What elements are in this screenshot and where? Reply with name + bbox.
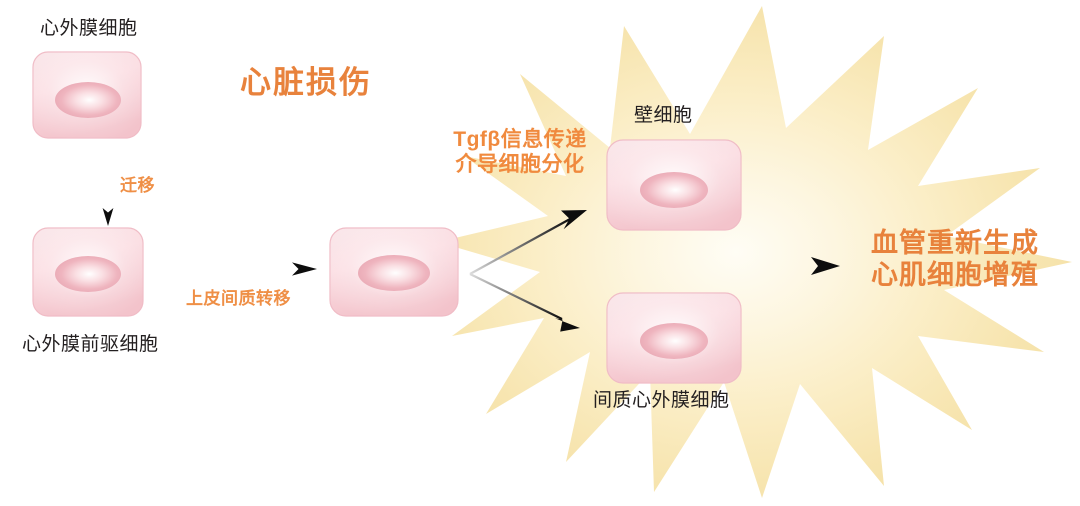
label-mural-cell: 壁细胞 <box>634 105 693 126</box>
migration-arrow <box>102 138 114 226</box>
emt-arrow <box>178 262 317 276</box>
cell-mural-cell <box>606 139 742 231</box>
label-emt-arrow: 上皮间质转移 <box>186 289 291 308</box>
annotation-outcome-line1: 血管重新生成 <box>871 228 1039 258</box>
cell-mesenchymal-epicardial-cell <box>606 292 742 384</box>
outcome-arrow <box>703 257 840 275</box>
annotation-tgfb-line2: 介导细胞分化 <box>455 152 585 176</box>
label-epicardial-cell: 心外膜细胞 <box>40 18 138 39</box>
label-mesenchymal-epicardial-cell: 间质心外膜细胞 <box>593 390 730 411</box>
cell-epicardial-cell <box>32 51 142 139</box>
label-migration-arrow: 迁移 <box>120 176 155 195</box>
cell-epicardial-progenitor-cell <box>32 227 144 317</box>
tgfb-branch-up-arrow <box>469 210 587 275</box>
injury-starburst <box>438 6 1072 498</box>
annotation-tgfb-signaling: Tgfβ信息传递 介导细胞分化 <box>432 128 608 178</box>
annotation-tgfb-line1: Tgfβ信息传递 <box>453 128 587 151</box>
cell-transitional-cell <box>329 227 459 317</box>
label-epicardial-progenitor-cell: 心外膜前驱细胞 <box>22 334 159 355</box>
annotation-outcome-line2: 心肌细胞增殖 <box>871 259 1039 290</box>
annotation-outcome: 血管重新生成 心肌细胞增殖 <box>855 228 1055 292</box>
page-title-cardiac-injury: 心脏损伤 <box>240 65 372 100</box>
tgfb-branch-down-arrow <box>469 273 580 332</box>
